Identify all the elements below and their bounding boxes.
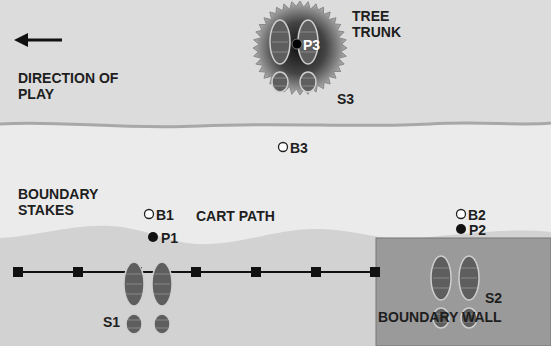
callout-number: S2 [485, 290, 515, 306]
stakes-label: BOUNDARY STAKES [18, 186, 113, 218]
boundary-stake [370, 267, 380, 277]
tree-canopy [253, 1, 347, 95]
drop-point [456, 224, 466, 234]
boundary-stake [311, 267, 321, 277]
lower-ground [0, 226, 551, 346]
path-edge [0, 123, 551, 127]
drop-point [292, 39, 302, 49]
boundary-stake [73, 267, 83, 277]
shoe-print [124, 262, 144, 334]
drop-point [148, 232, 158, 242]
callout-number: B3 [290, 140, 320, 156]
tree-label: TREE TRUNK [352, 8, 422, 40]
callout-number: P3 [303, 37, 333, 53]
callout-number: P1 [161, 230, 191, 246]
callout-number: B2 [468, 207, 498, 223]
shoe-print [298, 20, 318, 92]
boundary-stake [251, 267, 261, 277]
direction-arrow [26, 39, 62, 42]
callout-number: B1 [156, 207, 186, 223]
boundary-wall [376, 238, 551, 346]
boundary-stakes [13, 267, 380, 277]
ball [457, 210, 466, 219]
shoe-print [152, 262, 172, 334]
boundary-stake [13, 267, 23, 277]
footprints [124, 20, 479, 334]
callout-number: S3 [337, 91, 367, 107]
direction-label: DIRECTION OF PLAY [18, 70, 138, 102]
cart-path [0, 123, 551, 346]
tree-trunk [253, 1, 347, 95]
shoe-print [270, 20, 290, 92]
callout-number: P2 [469, 222, 499, 238]
ball [145, 210, 154, 219]
arrow-head [14, 33, 28, 47]
path-label: CART PATH [196, 208, 296, 224]
wall-label: BOUNDARY WALL [378, 309, 508, 325]
boundary-stake [191, 267, 201, 277]
callout-number: S1 [103, 314, 133, 330]
ball [279, 143, 288, 152]
